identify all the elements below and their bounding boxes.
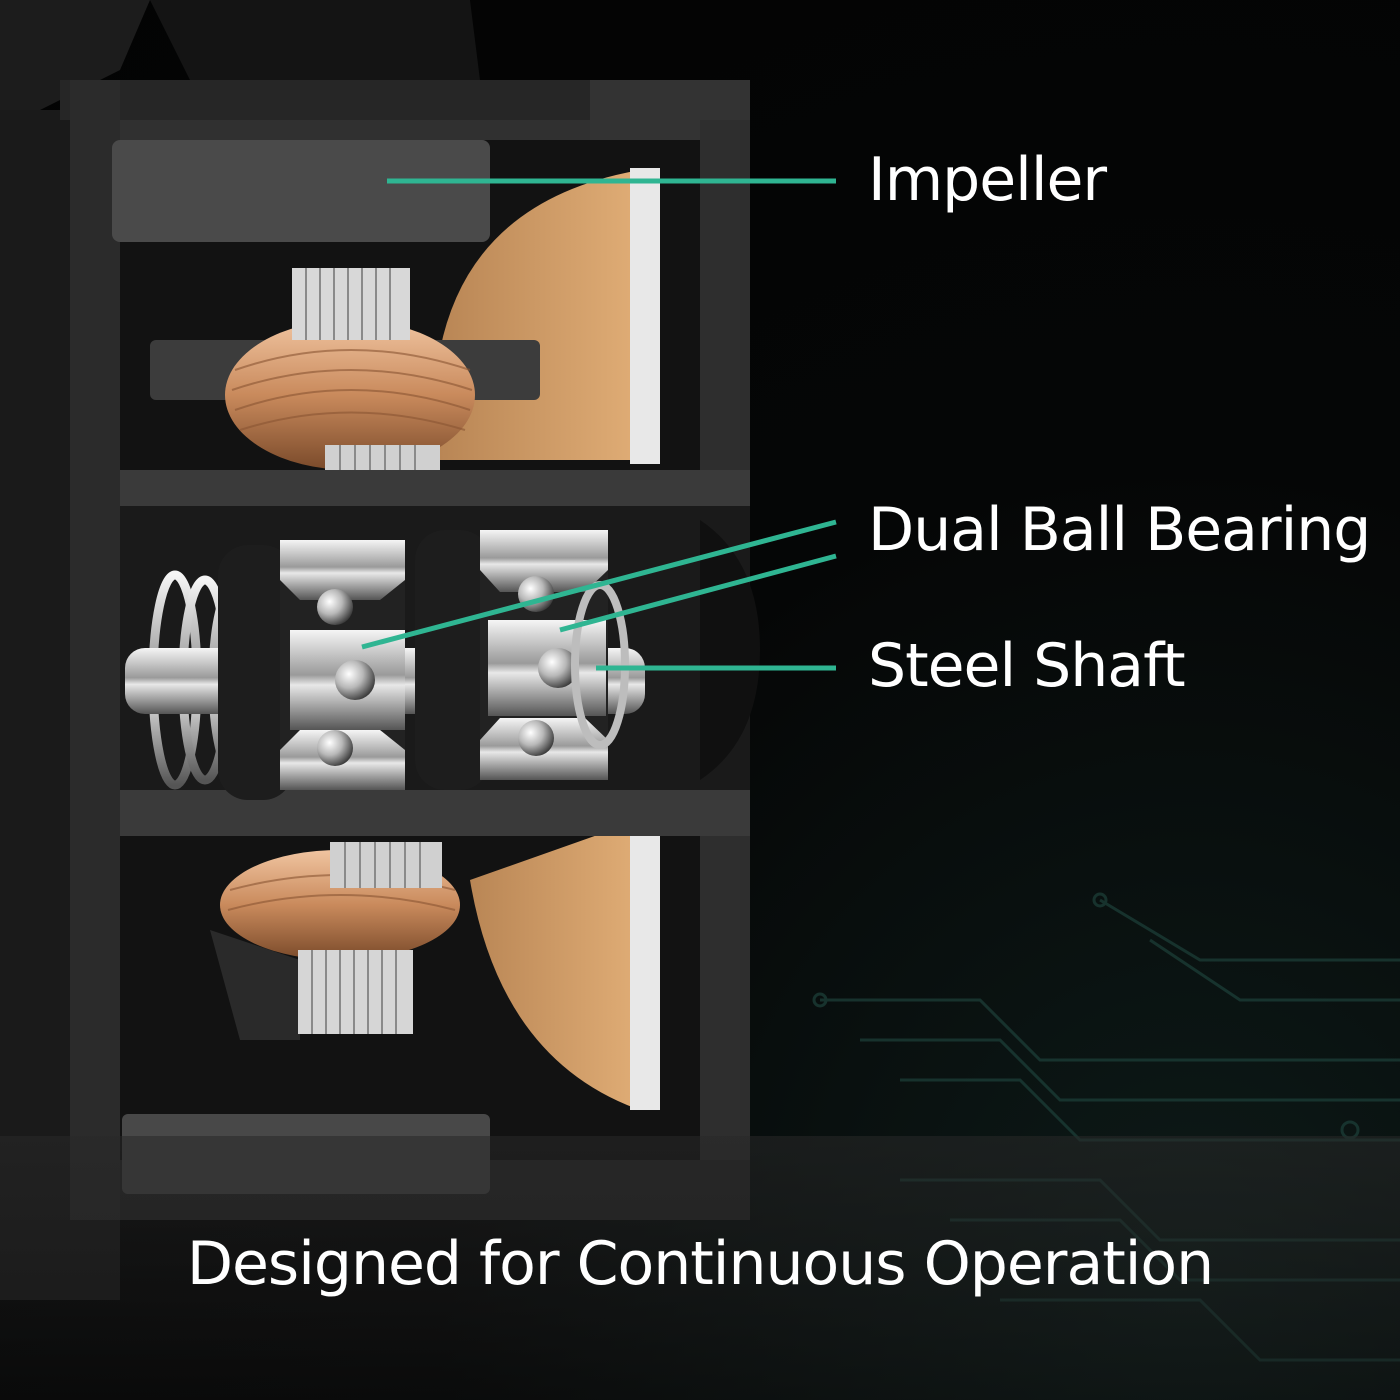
impeller-label: Impeller bbox=[868, 145, 1107, 215]
impeller-block bbox=[112, 140, 490, 242]
dual-ball-bearing-label: Dual Ball Bearing bbox=[868, 495, 1371, 565]
ball-bearing-right bbox=[415, 530, 629, 790]
steel-shaft-label: Steel Shaft bbox=[868, 631, 1186, 701]
callout-leader-lines bbox=[361, 178, 837, 671]
caption-band bbox=[0, 1136, 1400, 1400]
ball-bearing-left bbox=[218, 540, 405, 800]
lower-motor-coil bbox=[210, 842, 460, 1040]
upper-motor-coil bbox=[150, 268, 540, 487]
caption-text: Designed for Continuous Operation bbox=[186, 1229, 1214, 1299]
bearing-leader-line-1 bbox=[361, 519, 837, 650]
bearing-leader-line-2 bbox=[559, 553, 837, 633]
